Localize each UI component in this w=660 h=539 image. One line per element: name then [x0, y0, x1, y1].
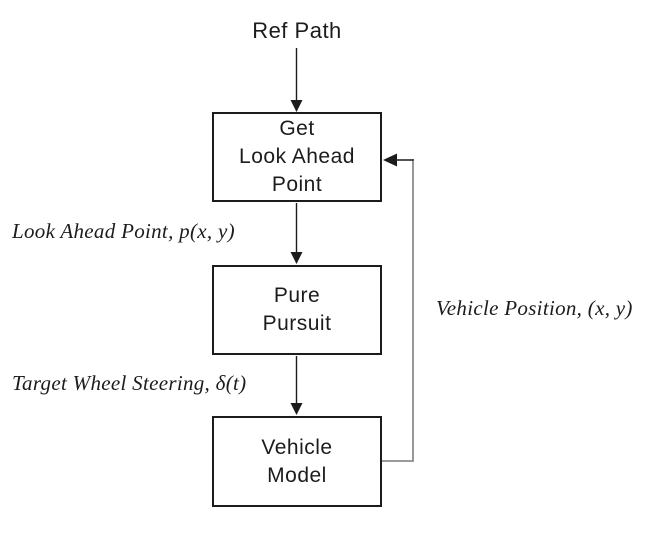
arrowhead-down-icon	[290, 403, 303, 415]
arrow-ref-path-to-get-look-ahead	[290, 48, 303, 112]
node-vehicle-model: Vehicle Model	[212, 416, 382, 507]
edge-label-target-wheel-steering: Target Wheel Steering, δ(t)	[12, 371, 247, 395]
feedback-elbow-line	[382, 159, 414, 462]
node-pure-pursuit: Pure Pursuit	[212, 265, 382, 355]
node-get-look-ahead-point: Get Look Ahead Point	[212, 112, 382, 202]
arrow-pure-pursuit-to-vehicle-model	[290, 356, 303, 415]
edge-label-look-ahead-point: Look Ahead Point, p(x, y)	[12, 219, 235, 243]
arrowhead-down-icon	[290, 252, 303, 264]
feedback-connector	[382, 153, 414, 462]
arrowhead-down-icon	[290, 100, 303, 112]
edge-label-vehicle-position: Vehicle Position, (x, y)	[436, 296, 633, 320]
ref-path-label: Ref Path	[252, 18, 342, 43]
arrow-get-look-ahead-to-pure-pursuit	[290, 203, 303, 264]
arrowhead-left-icon	[383, 153, 397, 167]
